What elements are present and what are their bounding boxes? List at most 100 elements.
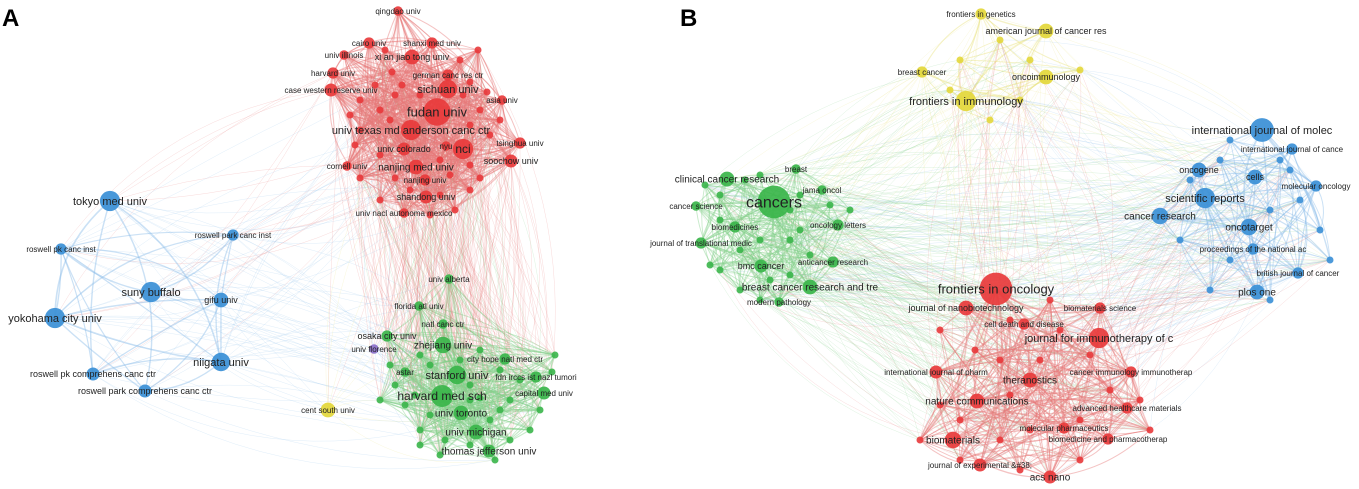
network-node[interactable] [419, 174, 431, 186]
network-node[interactable] [99, 190, 121, 212]
network-edge [409, 174, 451, 191]
network-node[interactable] [213, 292, 229, 308]
node-label: cent south univ [301, 406, 355, 415]
network-edge [419, 354, 556, 446]
network-edge [509, 160, 519, 441]
network-node-unlabeled [446, 171, 454, 179]
node-label: shanxi med univ [403, 39, 461, 48]
network-node[interactable] [393, 6, 403, 16]
network-edge [795, 168, 839, 226]
network-node-unlabeled [356, 96, 364, 104]
network-edge [448, 134, 491, 280]
node-label: suny buffalo [121, 287, 180, 299]
network-node[interactable] [441, 141, 451, 151]
network-edge [504, 142, 521, 360]
network-edge [366, 42, 396, 179]
network-node[interactable] [504, 154, 518, 168]
network-node[interactable] [138, 384, 152, 398]
network-node[interactable] [468, 424, 484, 440]
network-edge [330, 89, 462, 414]
network-edge [419, 148, 466, 356]
network-node[interactable] [320, 402, 336, 418]
network-node[interactable] [397, 142, 411, 156]
network-node[interactable] [434, 336, 452, 354]
network-edge [391, 71, 405, 150]
network-node[interactable] [453, 405, 469, 421]
network-edge [373, 348, 481, 399]
network-node[interactable] [342, 161, 352, 171]
network-edge [404, 371, 471, 401]
network-node[interactable] [369, 344, 379, 354]
network-node[interactable] [44, 307, 66, 329]
network-node[interactable] [211, 352, 231, 372]
node-label: capital med univ [515, 389, 573, 398]
network-node[interactable] [419, 190, 433, 204]
network-edge [54, 111, 438, 319]
network-node-unlabeled [441, 436, 449, 444]
network-node[interactable] [140, 281, 162, 303]
network-node[interactable] [408, 159, 424, 175]
network-node[interactable] [499, 353, 511, 365]
network-edge [419, 371, 553, 431]
network-edge [359, 88, 449, 131]
network-edge [1045, 30, 1221, 161]
network-node[interactable] [514, 137, 526, 149]
network-node[interactable] [530, 371, 542, 383]
network-edge [403, 212, 441, 456]
node-label: niigata univ [193, 357, 249, 369]
network-node-unlabeled [386, 361, 394, 369]
node-label: cancer immunology immunotherap [1070, 368, 1193, 377]
network-node[interactable] [438, 79, 458, 99]
network-edge [394, 49, 479, 96]
node-label: biomedicine and pharmacotherap [1049, 435, 1168, 444]
network-node[interactable] [423, 98, 451, 126]
network-node[interactable] [452, 138, 474, 160]
network-node[interactable] [426, 37, 438, 49]
network-node[interactable] [400, 119, 422, 141]
network-node[interactable] [327, 67, 339, 79]
network-edge [488, 99, 516, 452]
network-edge [384, 49, 450, 280]
network-node[interactable] [400, 367, 410, 377]
network-node[interactable] [339, 50, 349, 60]
network-edge [459, 359, 541, 411]
network-node[interactable] [444, 274, 454, 284]
network-edge [739, 71, 923, 251]
network-edge [394, 384, 531, 431]
network-edge [394, 94, 451, 176]
network-edge [386, 164, 471, 337]
network-node[interactable] [497, 95, 507, 105]
network-node[interactable] [227, 229, 239, 241]
network-node[interactable] [381, 330, 393, 342]
network-edge [429, 414, 441, 456]
network-node[interactable] [447, 365, 467, 385]
network-edge [449, 94, 464, 176]
network-edge [965, 69, 1081, 102]
network-edge [343, 54, 405, 150]
network-node[interactable] [537, 386, 551, 400]
network-edge [477, 49, 556, 373]
network-edge [54, 194, 441, 319]
network-node[interactable] [86, 367, 100, 381]
network-edge [403, 148, 421, 446]
network-node[interactable] [399, 208, 409, 218]
network-edge [391, 71, 447, 147]
network-node[interactable] [55, 243, 67, 255]
network-node[interactable] [482, 444, 496, 458]
network-edge [389, 364, 471, 401]
network-edge [459, 119, 501, 361]
network-edge [373, 348, 491, 421]
network-node[interactable] [324, 83, 338, 97]
network-node[interactable] [438, 319, 448, 329]
network-edge [921, 71, 1065, 429]
network-edge [469, 189, 556, 356]
network-edge [330, 89, 501, 371]
network-node[interactable] [442, 69, 454, 81]
network-edge [330, 89, 417, 168]
network-edge [789, 71, 923, 241]
network-node[interactable] [404, 49, 420, 65]
network-node[interactable] [431, 385, 453, 407]
network-node[interactable] [363, 37, 375, 49]
network-node[interactable] [414, 301, 424, 311]
network-edge [220, 299, 329, 411]
